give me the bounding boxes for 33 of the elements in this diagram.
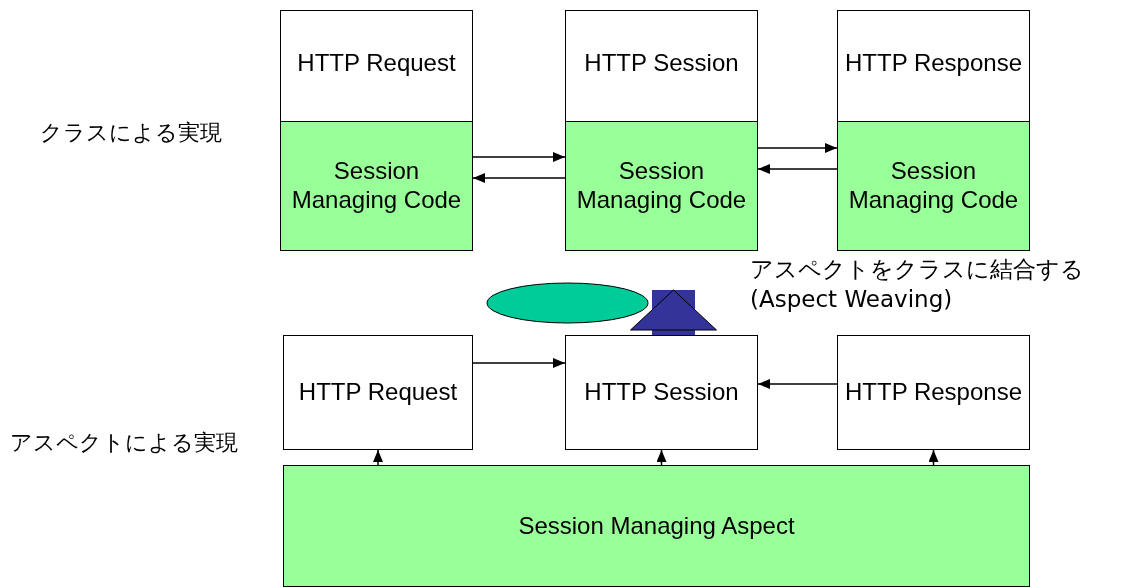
code-section — [837, 121, 1030, 251]
class-box — [837, 10, 1030, 250]
aspect-box — [283, 465, 1030, 587]
box-label: Session Managing Code — [847, 157, 1020, 215]
box-label: HTTP Session — [584, 378, 739, 407]
arrow — [928, 449, 939, 466]
arrow — [757, 143, 838, 153]
arrow — [757, 164, 838, 174]
class-box — [837, 335, 1030, 450]
box-label: HTTP Response — [845, 49, 1022, 78]
ellipse-shape — [486, 282, 649, 324]
arrow — [757, 379, 838, 389]
box-label: HTTP Session — [584, 49, 739, 78]
box-label: HTTP Request — [297, 49, 456, 78]
box-label: HTTP Request — [298, 378, 458, 407]
class-box — [280, 10, 473, 250]
arrow — [656, 449, 667, 466]
code-section — [280, 121, 473, 251]
arrow — [472, 173, 566, 183]
arrow — [472, 152, 566, 162]
row-label: クラスによる実現 — [40, 119, 222, 147]
box-label: Session Managing Code — [575, 157, 748, 215]
row-label: アスペクトによる実現 — [10, 429, 238, 457]
box-label: Session Managing Code — [290, 157, 463, 215]
weaving-arrow — [630, 289, 717, 335]
arrow — [373, 449, 383, 466]
box-label: HTTP Response — [845, 378, 1022, 407]
class-box — [565, 10, 758, 250]
code-section — [565, 121, 758, 251]
arrow — [472, 358, 566, 368]
box-label: Session Managing Aspect — [518, 511, 795, 541]
class-box — [565, 335, 758, 450]
class-box — [283, 335, 473, 450]
